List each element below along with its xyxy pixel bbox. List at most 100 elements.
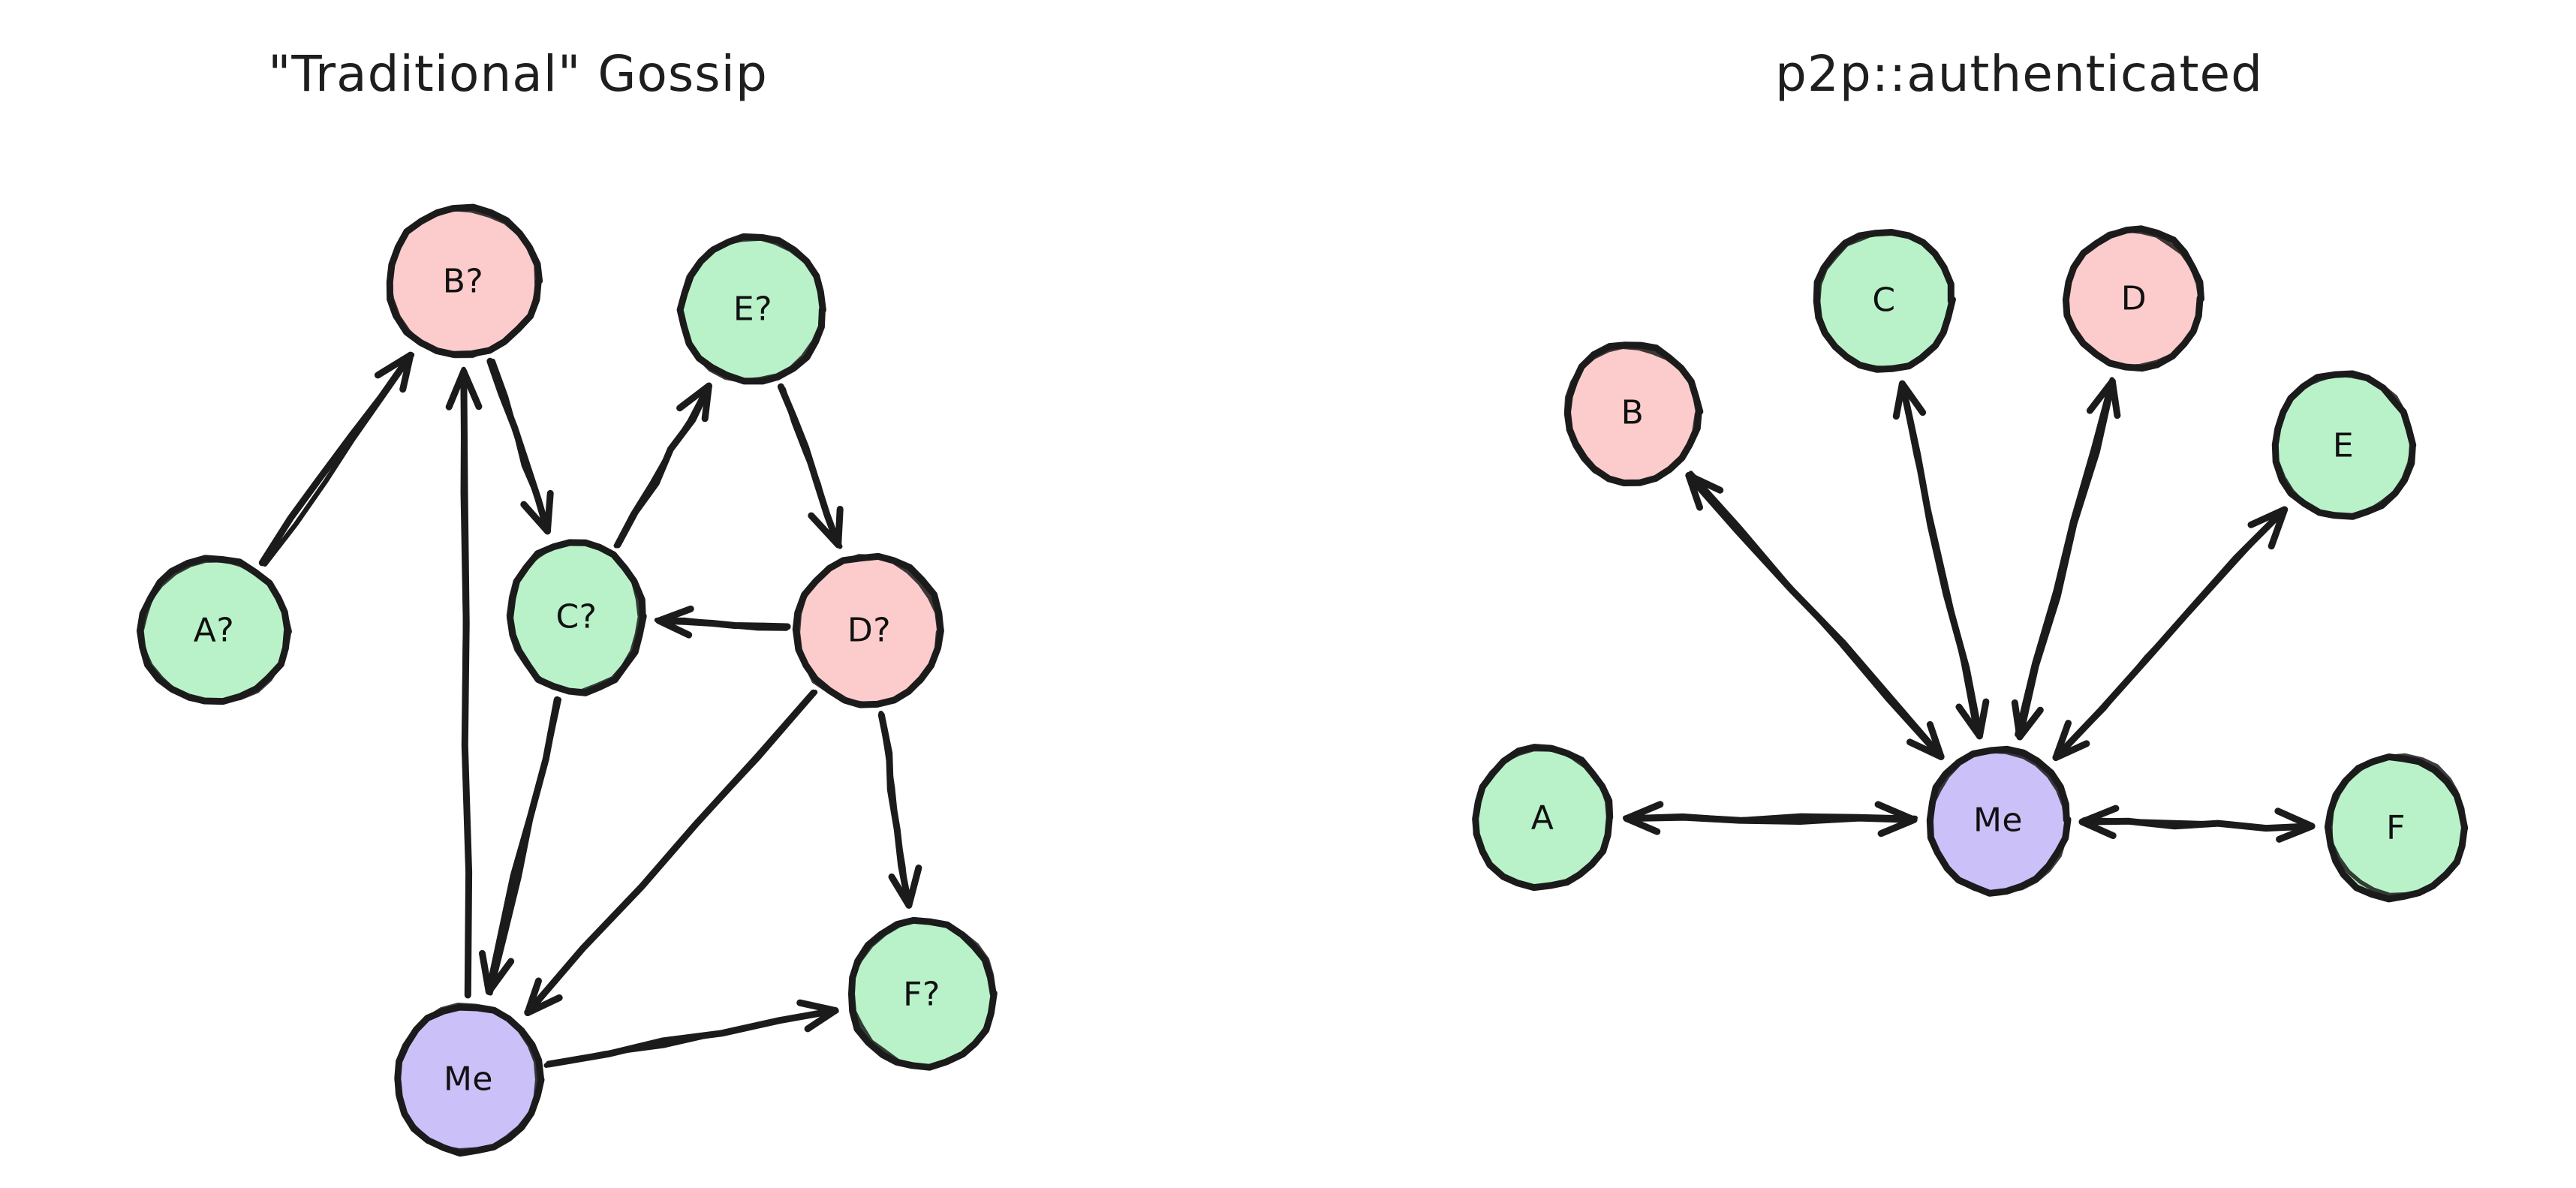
arrow-head	[445, 368, 483, 411]
nodes-layer: A? B? C? D? E? F? Me	[137, 203, 998, 1157]
node-label: Me	[1973, 802, 2023, 840]
node-circle-overstroke	[1929, 748, 2069, 896]
node-label: C	[1872, 281, 1895, 320]
node-E[interactable]: E?	[676, 233, 826, 385]
edge-D-to-C	[654, 605, 791, 639]
edges-layer	[258, 351, 922, 1068]
edge-stroke-secondary	[781, 386, 843, 549]
arrow-head	[1892, 380, 1927, 420]
panel-title: "Traditional" Gossip	[268, 45, 768, 103]
arrow-head	[520, 489, 554, 535]
node-circle-overstroke	[2274, 372, 2415, 519]
edge-stroke-secondary	[543, 1008, 839, 1068]
node-label: E	[2333, 427, 2354, 465]
node-circle-overstroke	[140, 558, 293, 704]
node-label: B?	[443, 263, 484, 301]
node-circle-overstroke	[2328, 753, 2467, 898]
node-B[interactable]: B?	[386, 203, 543, 359]
edge-stroke-secondary	[654, 617, 789, 631]
arrow-head	[1623, 801, 1664, 835]
node-circle-overstroke	[679, 236, 825, 383]
node-A[interactable]: A	[1472, 744, 1614, 892]
edge-Me-to-B	[1685, 471, 1945, 760]
edge-stroke-secondary	[1900, 383, 1979, 736]
node-circle-overstroke	[394, 1002, 540, 1153]
node-C[interactable]: C?	[506, 539, 647, 696]
edge-E-to-D	[777, 383, 844, 549]
node-circle-overstroke	[796, 554, 941, 707]
edge-D-to-F	[877, 711, 922, 909]
arrow-head	[655, 605, 694, 639]
edge-stroke-secondary	[878, 711, 910, 906]
arrow-head	[374, 351, 414, 393]
arrow-head	[796, 999, 839, 1033]
node-circle-overstroke	[2063, 227, 2202, 369]
node-Me[interactable]: Me	[394, 1002, 545, 1157]
edge-stroke-secondary	[613, 384, 710, 549]
node-label: A?	[194, 612, 234, 650]
node-circle-overstroke	[1816, 230, 1953, 371]
edge-stroke-secondary	[488, 696, 562, 996]
arrow-head	[2078, 805, 2120, 839]
arrow-head	[2247, 506, 2289, 550]
edge-Me-to-C	[1892, 380, 1990, 740]
nodes-layer: A B C D E F Me	[1472, 225, 2469, 903]
edge-stroke-secondary	[262, 352, 415, 567]
edge-Me-to-D	[2011, 377, 2121, 741]
edge-D-to-Me	[524, 689, 818, 1016]
node-circle-overstroke	[387, 206, 540, 359]
edge-Me-to-E	[2052, 506, 2289, 761]
arrow-head	[479, 949, 515, 995]
node-F[interactable]: F	[2324, 753, 2469, 903]
arrow-head	[1955, 698, 1990, 740]
node-B[interactable]: B	[1563, 341, 1704, 486]
node-label: F?	[903, 976, 940, 1014]
arrow-head	[808, 506, 844, 549]
node-label: B	[1621, 394, 1645, 432]
node-Me[interactable]: Me	[1926, 745, 2072, 897]
edge-stroke-secondary	[2081, 817, 2313, 830]
edge-stroke-secondary	[2015, 377, 2114, 738]
node-A[interactable]: A?	[137, 555, 293, 705]
edge-stroke-secondary	[524, 690, 818, 1015]
node-F[interactable]: F?	[848, 916, 998, 1071]
edge-A-to-B	[258, 351, 415, 567]
edge-C-to-Me	[479, 696, 562, 996]
edge-Me-to-A	[1622, 801, 1918, 838]
node-circle-overstroke	[506, 540, 642, 693]
arrow-head	[888, 865, 922, 909]
arrow-head	[1685, 472, 1724, 511]
edge-C-to-E	[613, 382, 712, 549]
arrow-head	[2052, 720, 2090, 761]
arrow-head	[1874, 801, 1918, 838]
node-D[interactable]: D?	[792, 552, 944, 708]
node-E[interactable]: E	[2271, 370, 2417, 520]
panels-layer: "Traditional" GossipA?B?C?D?E?F?Mep2p::a…	[137, 45, 2469, 1157]
arrow-head	[2086, 377, 2121, 420]
panel-title: p2p::authenticated	[1775, 45, 2263, 103]
edge-stroke-secondary	[2054, 507, 2285, 759]
edge-stroke-secondary	[460, 366, 471, 998]
edge-stroke-secondary	[1622, 813, 1918, 823]
arrow-head	[2274, 808, 2316, 843]
node-circle-overstroke	[1563, 344, 1700, 486]
edge-B-to-C	[486, 357, 554, 535]
node-C[interactable]: C	[1813, 229, 1956, 373]
node-label: E?	[733, 290, 772, 329]
node-D[interactable]: D	[2062, 225, 2204, 372]
node-circle-overstroke	[1472, 747, 1612, 889]
node-label: D?	[847, 612, 891, 650]
node-label: A	[1531, 799, 1554, 838]
edge-Me-to-B	[445, 366, 483, 999]
edge-Me-to-F	[543, 999, 839, 1068]
edges-layer	[1622, 377, 2316, 843]
node-label: C?	[555, 598, 597, 636]
edge-Me-to-F	[2078, 805, 2316, 843]
arrow-head	[524, 977, 563, 1016]
node-label: F	[2386, 809, 2406, 847]
arrow-head	[2011, 699, 2044, 741]
node-label: Me	[444, 1060, 493, 1099]
